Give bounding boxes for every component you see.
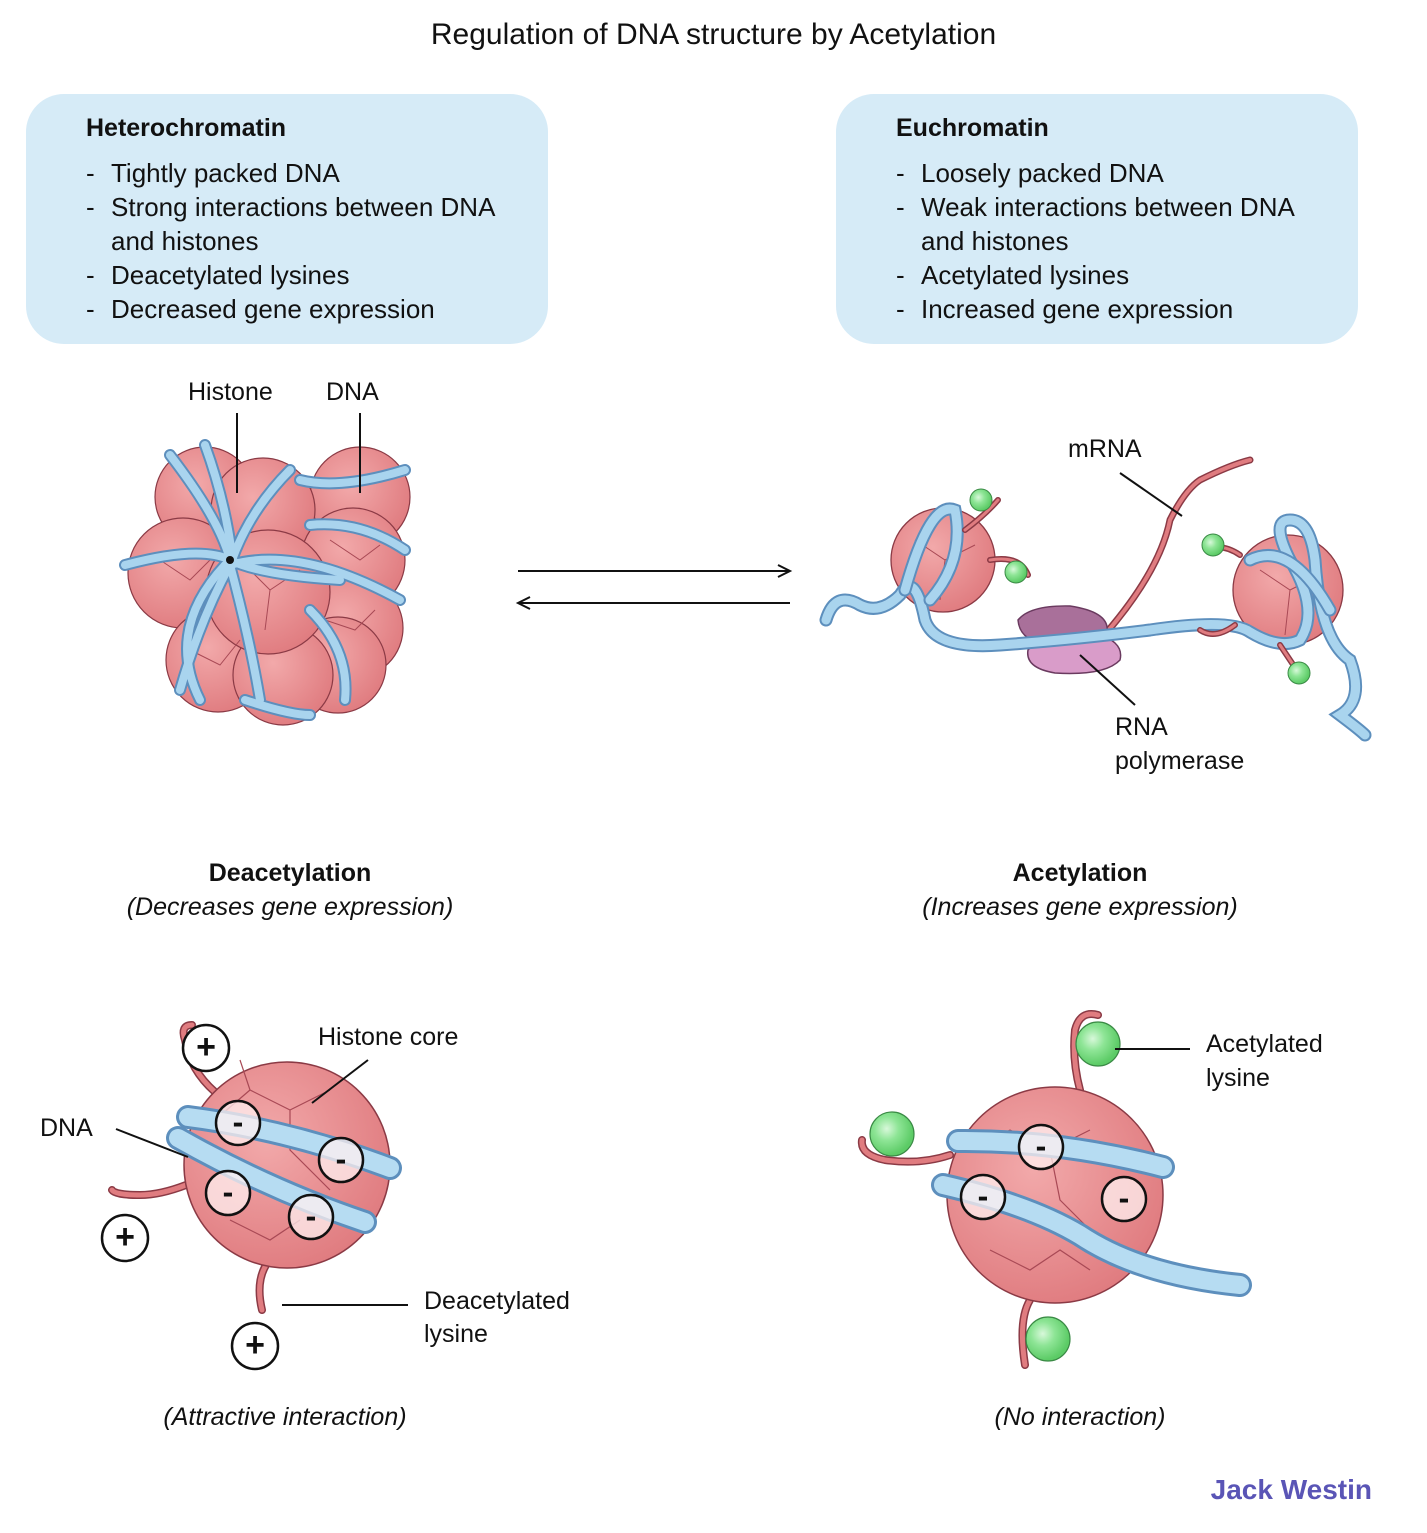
- acetylation-subheading: (Increases gene expression): [922, 893, 1238, 921]
- heterochromatin-heading: Heterochromatin: [86, 114, 287, 142]
- negative-charge-symbol: -: [1035, 1128, 1047, 1164]
- histone-core-label: Histone core: [318, 1023, 459, 1051]
- euchromatin-list: Loosely packed DNA Weak interactions bet…: [896, 156, 1331, 326]
- list-item: Weak interactions between DNA and histon…: [896, 190, 1331, 258]
- list-item-text: Strong interactions between DNA and hist…: [111, 192, 494, 256]
- list-item-text: Weak interactions between DNA and histon…: [921, 192, 1294, 256]
- heterochromatin-list: Tightly packed DNA Strong interactions b…: [86, 156, 531, 326]
- negative-charge-symbol: -: [977, 1178, 989, 1214]
- dna-label: DNA: [326, 378, 379, 406]
- negative-charge-symbol: -: [305, 1198, 317, 1234]
- negative-charge-symbol: -: [222, 1174, 234, 1210]
- list-item: Deacetylated lysines: [86, 258, 531, 292]
- acetyl-groups: [869, 1021, 1121, 1362]
- negative-charges: [959, 1123, 1148, 1223]
- list-item: Strong interactions between DNA and hist…: [86, 190, 531, 258]
- page-title: Regulation of DNA structure by Acetylati…: [430, 18, 997, 51]
- histone-label: Histone: [188, 378, 273, 406]
- deacetylated-lysine-label-line1: Deacetylated: [424, 1287, 570, 1315]
- heterochromatin-box: Heterochromatin Tightly packed DNA Stron…: [26, 94, 548, 344]
- list-item: Acetylated lysines: [896, 258, 1331, 292]
- euchromatin-heading: Euchromatin: [896, 114, 1049, 142]
- rna-polymerase-label-line1: RNA: [1115, 713, 1168, 741]
- mrna-label: mRNA: [1068, 435, 1142, 463]
- attractive-interaction-caption: (Attractive interaction): [163, 1403, 407, 1431]
- equilibrium-arrows: [515, 564, 793, 610]
- acetylated-lysine-label-line1: Acetylated: [1206, 1030, 1323, 1058]
- credit-logo-text: Jack Westin: [1210, 1474, 1372, 1505]
- heterochromatin-cluster: [119, 439, 411, 726]
- positive-charge-symbol: +: [245, 1326, 265, 1364]
- euchromatin-box: Euchromatin Loosely packed DNA Weak inte…: [836, 94, 1358, 344]
- no-interaction-caption: (No interaction): [994, 1403, 1166, 1431]
- negative-charge-symbol: -: [335, 1141, 347, 1177]
- heterochromatin-leader-lines: [236, 413, 361, 493]
- euchromatin-illustration: [819, 456, 1372, 742]
- deacetylation-heading: Deacetylation: [208, 859, 372, 887]
- negative-charges: [204, 1099, 365, 1241]
- dna-label-bottom: DNA: [40, 1114, 93, 1142]
- acetylated-nucleosome: [857, 1010, 1252, 1369]
- deacetylated-nucleosome: [100, 1021, 408, 1371]
- deacetylation-subheading: (Decreases gene expression): [126, 893, 454, 921]
- list-item: Tightly packed DNA: [86, 156, 531, 190]
- positive-charge-symbol: +: [196, 1028, 216, 1066]
- deacetylated-lysine-label-line2: lysine: [424, 1320, 488, 1348]
- list-item: Increased gene expression: [896, 292, 1331, 326]
- acetylated-lysine-label-line2: lysine: [1206, 1064, 1270, 1092]
- negative-charge-symbol: -: [232, 1104, 244, 1140]
- rna-polymerase-label-line2: polymerase: [1115, 747, 1245, 775]
- negative-charge-symbol: -: [1118, 1180, 1130, 1216]
- list-item: Loosely packed DNA: [896, 156, 1331, 190]
- list-item: Decreased gene expression: [86, 292, 531, 326]
- positive-charges: [100, 1023, 280, 1371]
- positive-charge-symbol: +: [115, 1218, 135, 1256]
- acetylation-heading: Acetylation: [1012, 859, 1148, 887]
